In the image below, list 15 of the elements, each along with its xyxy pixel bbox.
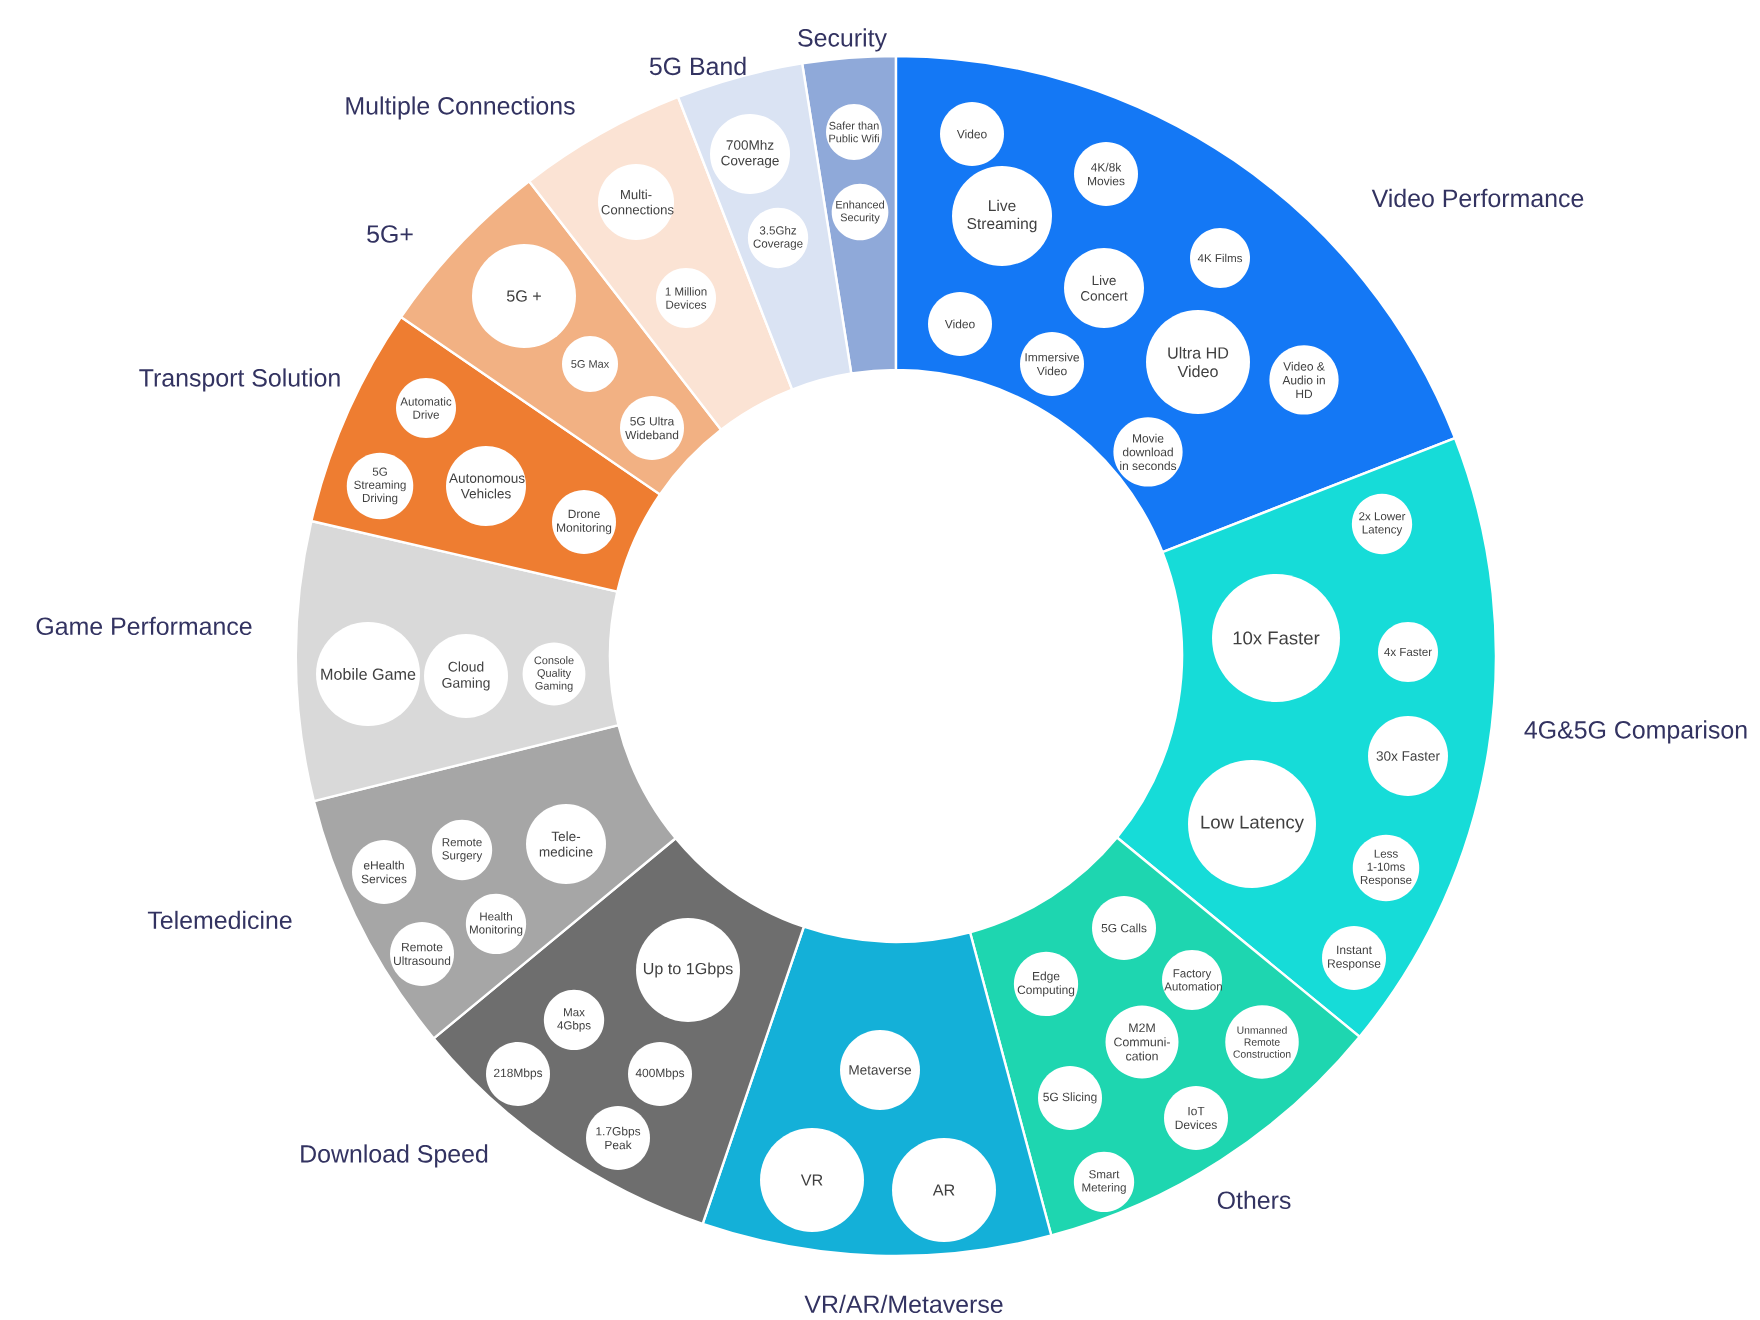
bubble: AR	[892, 1137, 996, 1242]
bubble: Up to 1Gbps	[636, 917, 740, 1022]
node-label: 4G&5G Comparison	[1524, 720, 1747, 744]
bubble: Ultra HD Video	[1146, 309, 1250, 414]
node-label: Telemedicine	[147, 910, 292, 930]
bubble: 10x Faster	[1212, 573, 1340, 702]
bubble: 5G +	[472, 243, 576, 348]
bubble: VR	[760, 1127, 864, 1232]
node-label: VR/AR/Metaverse	[804, 1294, 1003, 1314]
node-label: Transport Solution	[139, 368, 340, 392]
node-label: Multiple Connections	[346, 96, 575, 120]
bubble: Low Latency	[1188, 759, 1316, 888]
node-label: Game Performance	[36, 616, 252, 636]
bubble: Mobile Game	[316, 621, 420, 726]
node-label: Security	[798, 28, 887, 52]
